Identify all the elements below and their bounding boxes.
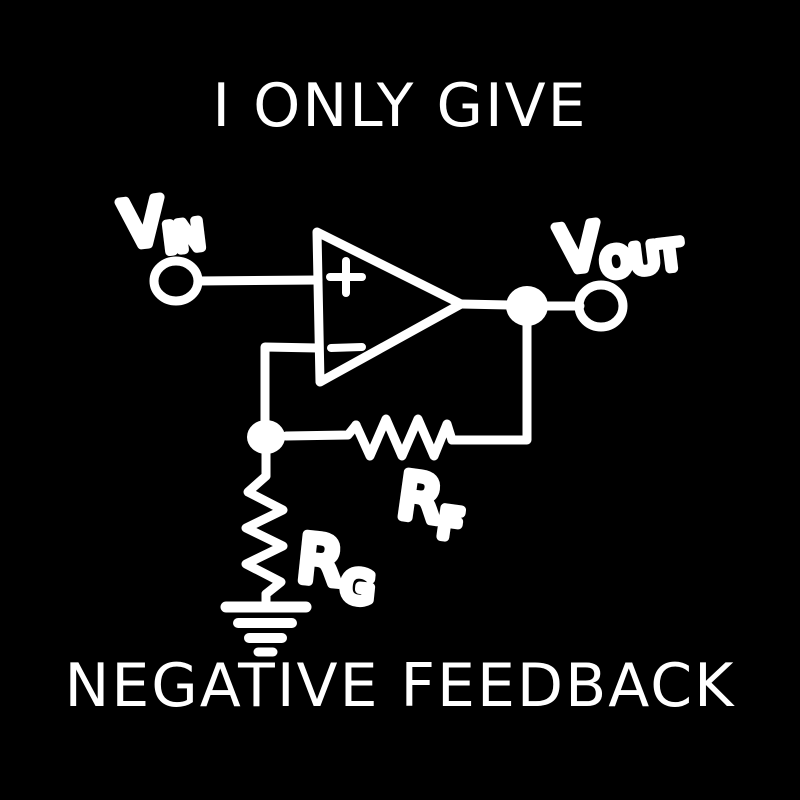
bottom-caption: NEGATIVE FEEDBACK (64, 651, 736, 721)
opamp-triangle (312, 227, 466, 387)
opamp-minus-icon (327, 343, 366, 352)
output-label: V OUT (548, 205, 689, 292)
rg-label-main: R (294, 522, 346, 600)
feedback-junction-dot (247, 420, 285, 454)
output-label-main: V (553, 209, 604, 287)
output-terminal-circle (574, 280, 628, 332)
output-junction-dot (506, 286, 548, 326)
wire-node-to-rf (281, 420, 361, 441)
ground-icon (220, 601, 312, 657)
resistor-rf-zigzag (351, 414, 457, 461)
rg-label-subscript: G (339, 561, 376, 613)
input-label-subscript: IN (162, 212, 207, 261)
output-label-subscript: OUT (599, 232, 685, 286)
gain-resistor-label: R G (290, 518, 381, 618)
wire-opamp-to-output-node (456, 299, 517, 310)
input-label: V IN (112, 180, 211, 267)
wire-inverting-to-feedback-node (260, 342, 323, 442)
top-caption: I ONLY GIVE (212, 71, 588, 141)
opamp-plus-icon (326, 257, 366, 297)
wire-rf-to-output-node (447, 313, 532, 445)
input-label-main: V (117, 184, 168, 262)
wire-input-to-noninverting (193, 275, 323, 286)
resistor-rg-zigzag (241, 471, 288, 599)
input-terminal-circle (149, 256, 203, 306)
feedback-resistor-label: R F (389, 454, 469, 554)
